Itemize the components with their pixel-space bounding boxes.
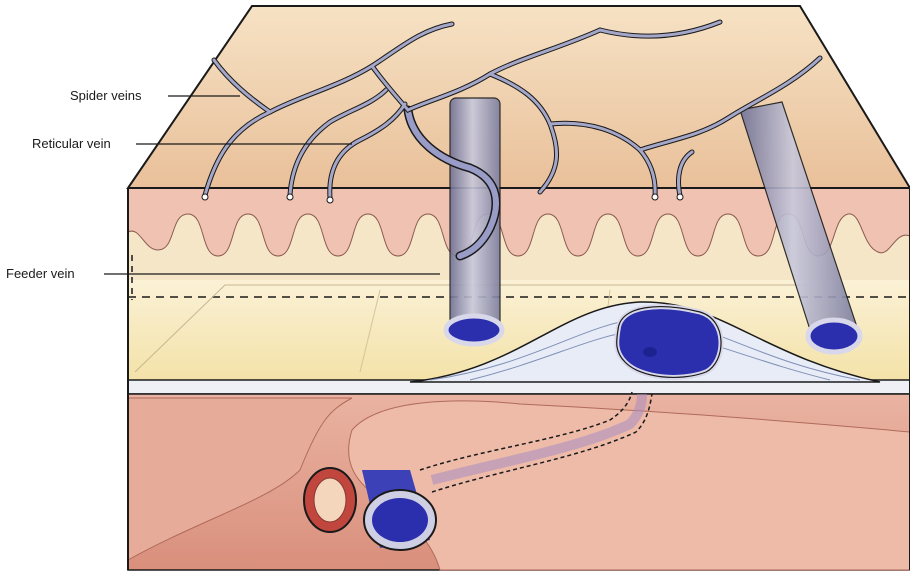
- reticular-vein-label: Reticular vein: [32, 136, 111, 152]
- spider-veins-label: Spider veins: [70, 88, 142, 104]
- saphenous-vein: [617, 307, 721, 378]
- muscle-layer: [128, 392, 910, 570]
- feeder-vein-label: Feeder vein: [6, 266, 75, 282]
- deep-artery: [304, 468, 356, 532]
